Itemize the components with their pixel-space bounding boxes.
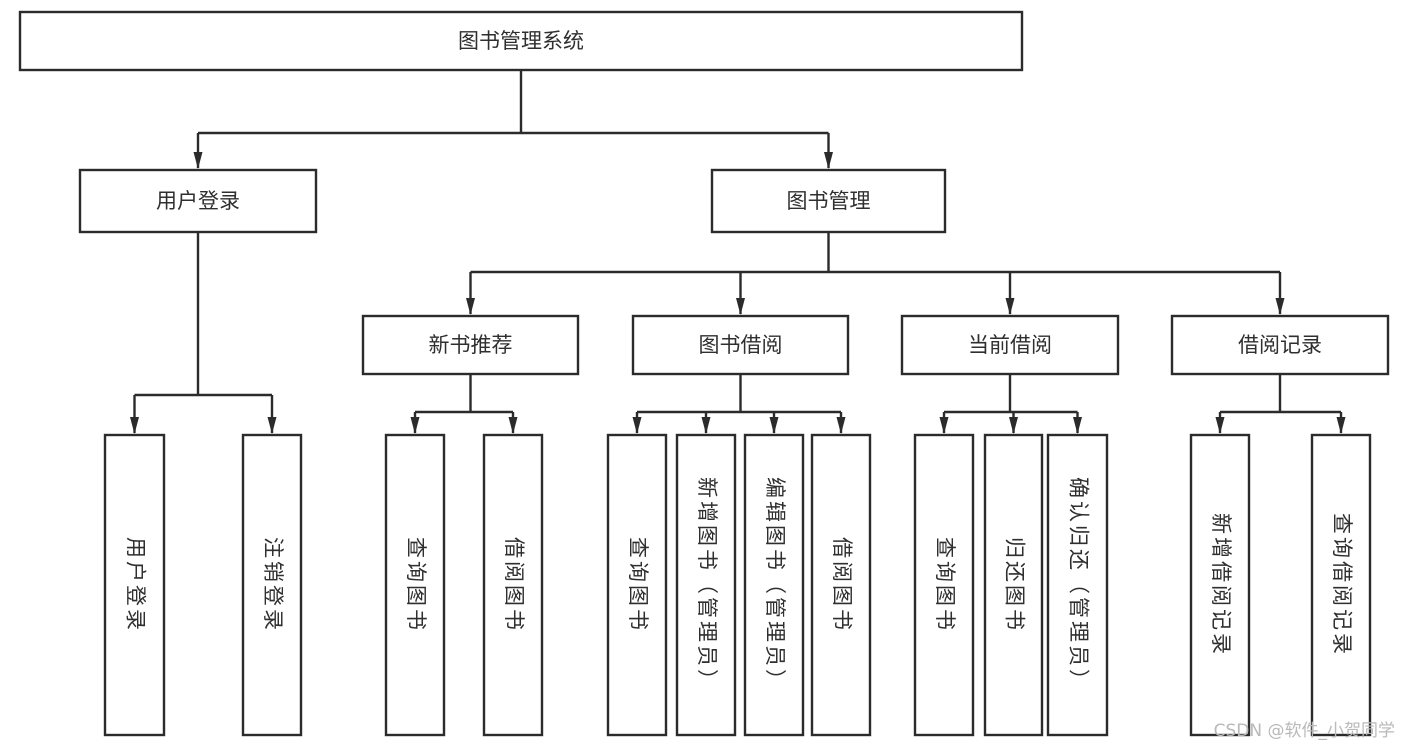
node-box-leaf-return-book[interactable] (983, 433, 1044, 737)
arrow-head-icon-leaf-user-logout (267, 417, 277, 434)
arrow-head-icon-new-book-rec (466, 298, 475, 315)
node-label-leaf-query-record: 查询借阅记录 (1330, 513, 1354, 657)
node-box-book-manage[interactable] (710, 168, 947, 234)
arrow-head-icon-leaf-borrow-book-2 (836, 417, 846, 434)
node-label-leaf-user-login: 用户登录 (124, 537, 148, 633)
node-leaf-query-book-1[interactable]: 查询图书 (384, 433, 446, 737)
node-label-leaf-add-book: 新增图书（管理员） (695, 477, 719, 693)
node-label-borrow-record: 借阅记录 (1238, 333, 1322, 357)
node-box-leaf-borrow-book-1[interactable] (482, 433, 544, 737)
node-label-leaf-return-book: 归还图书 (1003, 537, 1027, 633)
node-label-leaf-query-book-3: 查询图书 (933, 537, 957, 633)
node-box-book-borrow[interactable] (631, 314, 850, 376)
arrow-head-icon-leaf-query-book-3 (939, 417, 949, 434)
arrow-head-icon-leaf-confirm-return (1073, 417, 1082, 434)
node-label-leaf-add-record: 新增借阅记录 (1209, 513, 1233, 657)
node-box-current-borrow[interactable] (900, 314, 1120, 376)
node-label-book-manage: 图书管理 (787, 189, 871, 213)
arrow-head-icon-leaf-borrow-book-1 (508, 417, 518, 434)
arrow-head-icon-book-borrow (736, 298, 745, 315)
arrow-head-icon-leaf-query-book-1 (410, 417, 420, 434)
node-box-leaf-borrow-book-2[interactable] (810, 433, 872, 737)
node-book-borrow[interactable]: 图书借阅 (631, 314, 850, 376)
node-box-new-book-rec[interactable] (361, 314, 580, 376)
node-label-leaf-user-logout: 注销登录 (261, 537, 285, 633)
node-box-leaf-query-book-1[interactable] (384, 433, 446, 737)
node-label-current-borrow: 当前借阅 (968, 333, 1052, 357)
arrow-head-icon-current-borrow (1005, 298, 1015, 315)
arrow-head-icon-book-manage (824, 152, 833, 169)
node-label-leaf-confirm-return: 确认归还（管理员） (1067, 477, 1091, 693)
arrow-head-icon-user-login (193, 152, 203, 169)
node-leaf-add-record[interactable]: 新增借阅记录 (1189, 433, 1251, 737)
node-box-leaf-query-book-2[interactable] (606, 433, 668, 737)
watermark-text: CSDN @软件_小贺同学 (1213, 721, 1395, 741)
node-label-undefined: 图书管理系统 (458, 29, 584, 53)
node-leaf-borrow-book-2[interactable]: 借阅图书 (810, 433, 872, 737)
arrow-head-icon-leaf-query-book-2 (632, 417, 642, 434)
node-label-leaf-query-book-2: 查询图书 (626, 537, 650, 633)
node-box-leaf-query-book-3[interactable] (913, 433, 975, 737)
node-box-leaf-edit-book[interactable] (743, 433, 805, 737)
node-label-user-login: 用户登录 (156, 189, 240, 213)
node-layer: 图书管理系统用户登录图书管理新书推荐图书借阅当前借阅借阅记录用户登录注销登录查询… (18, 10, 1390, 737)
node-box-leaf-add-book[interactable] (675, 433, 737, 737)
node-box-leaf-user-login[interactable] (103, 433, 166, 737)
node-label-leaf-edit-book: 编辑图书（管理员） (763, 477, 787, 693)
node-label-book-borrow: 图书借阅 (699, 333, 783, 357)
node-box-leaf-confirm-return[interactable] (1046, 433, 1109, 737)
node-box-user-login[interactable] (78, 168, 318, 234)
arrow-head-icon-leaf-user-login (130, 417, 139, 434)
node-label-leaf-query-book-1: 查询图书 (404, 537, 428, 633)
node-leaf-query-record[interactable]: 查询借阅记录 (1310, 433, 1372, 737)
node-box-leaf-add-record[interactable] (1189, 433, 1251, 737)
node-box-borrow-record[interactable] (1170, 314, 1390, 376)
node-user-login[interactable]: 用户登录 (78, 168, 318, 234)
arrow-head-icon-leaf-add-book (701, 417, 711, 434)
node-box-leaf-user-logout[interactable] (241, 433, 303, 737)
node-book-manage[interactable]: 图书管理 (710, 168, 947, 234)
node-box-undefined[interactable] (18, 10, 1024, 72)
node-label-new-book-rec: 新书推荐 (429, 333, 513, 357)
node-leaf-user-logout[interactable]: 注销登录 (241, 433, 303, 737)
node-leaf-edit-book[interactable]: 编辑图书（管理员） (743, 433, 805, 737)
node-current-borrow[interactable]: 当前借阅 (900, 314, 1120, 376)
arrow-head-icon-leaf-query-record (1336, 417, 1346, 434)
node-leaf-user-login[interactable]: 用户登录 (103, 433, 166, 737)
node-leaf-confirm-return[interactable]: 确认归还（管理员） (1046, 433, 1109, 737)
node-label-leaf-borrow-book-2: 借阅图书 (830, 537, 854, 633)
node-new-book-rec[interactable]: 新书推荐 (361, 314, 580, 376)
arrow-head-icon-borrow-record (1275, 298, 1285, 315)
arrow-head-icon-leaf-return-book (1009, 417, 1018, 434)
arrow-head-icon-leaf-edit-book (769, 417, 779, 434)
node-leaf-add-book[interactable]: 新增图书（管理员） (675, 433, 737, 737)
node-borrow-record[interactable]: 借阅记录 (1170, 314, 1390, 376)
node-leaf-query-book-2[interactable]: 查询图书 (606, 433, 668, 737)
node-leaf-query-book-3[interactable]: 查询图书 (913, 433, 975, 737)
connector-layer (130, 70, 1346, 434)
node-leaf-return-book[interactable]: 归还图书 (983, 433, 1044, 737)
node-leaf-borrow-book-1[interactable]: 借阅图书 (482, 433, 544, 737)
node-label-leaf-borrow-book-1: 借阅图书 (502, 537, 526, 633)
node-undefined[interactable]: 图书管理系统 (18, 10, 1024, 72)
node-box-leaf-query-record[interactable] (1310, 433, 1372, 737)
arrow-head-icon-leaf-add-record (1215, 417, 1225, 434)
